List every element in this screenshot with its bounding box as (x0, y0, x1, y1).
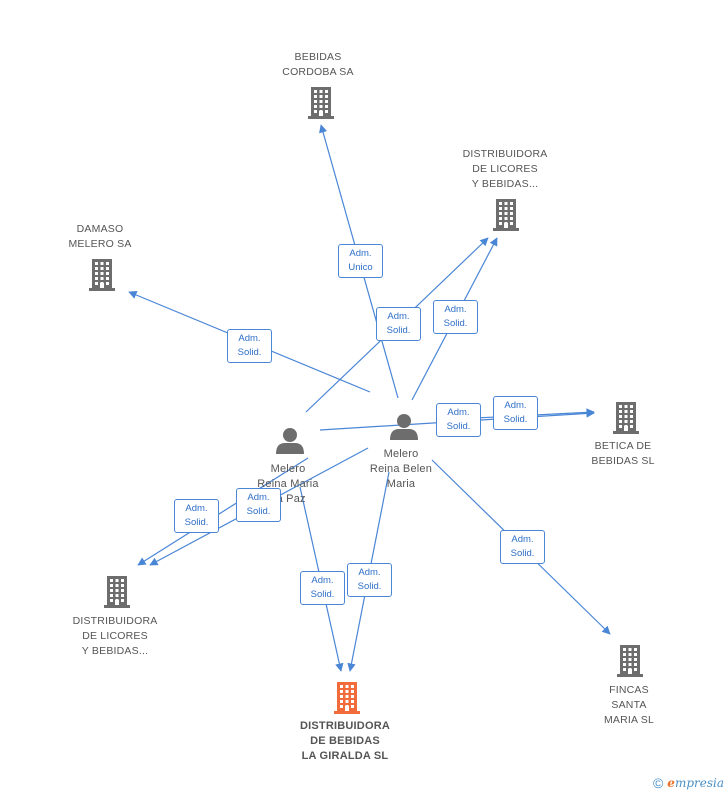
person-label[interactable]: Melero Reina Belen Maria (369, 448, 433, 490)
person-icon[interactable] (390, 414, 418, 440)
edge-role-badge[interactable]: Adm. Solid. (376, 307, 421, 341)
building-icon[interactable] (617, 645, 643, 677)
edge-maria-la-paz-to-dist-licores-bottom (137, 457, 309, 566)
edge-role-badge[interactable]: Adm. Solid. (436, 403, 481, 437)
brand-logo: empresia (667, 776, 724, 790)
edge-role-badge[interactable]: Adm. Unico (338, 244, 383, 278)
company-label[interactable]: DISTRIBUIDORA DE LICORES Y BEBIDAS... (72, 615, 158, 657)
company-label[interactable]: FINCAS SANTA MARIA SL (603, 684, 655, 726)
nodes-layer (89, 87, 643, 714)
main-company-label[interactable]: DISTRIBUIDORA DE BEBIDAS LA GIRALDA SL (300, 720, 390, 762)
footer-brand[interactable]: © empresia (653, 775, 724, 791)
edge-role-badge[interactable]: Adm. Solid. (347, 563, 392, 597)
edge-role-badge[interactable]: Adm. Solid. (174, 499, 219, 533)
company-label[interactable]: BETICA DE BEBIDAS SL (591, 440, 655, 467)
building-icon[interactable] (493, 199, 519, 231)
building-icon[interactable] (308, 87, 334, 119)
brand-rest: mpresia (674, 776, 724, 790)
edge-role-badge[interactable]: Adm. Solid. (227, 329, 272, 363)
edge-role-badge[interactable]: Adm. Solid. (433, 300, 478, 334)
person-icon[interactable] (276, 428, 304, 454)
edge-role-badge[interactable]: Adm. Solid. (236, 488, 281, 522)
building-icon[interactable] (89, 259, 115, 291)
copyright-symbol: © (652, 775, 664, 791)
building-icon[interactable] (334, 682, 360, 714)
building-icon[interactable] (104, 576, 130, 608)
brand-initial: e (667, 776, 675, 790)
edge-role-badge[interactable]: Adm. Solid. (500, 530, 545, 564)
edge-role-badge[interactable]: Adm. Solid. (300, 571, 345, 605)
edge-role-badge[interactable]: Adm. Solid. (493, 396, 538, 430)
building-icon[interactable] (613, 402, 639, 434)
company-label[interactable]: DISTRIBUIDORA DE LICORES Y BEBIDAS... (462, 148, 548, 190)
company-label[interactable]: DAMASO MELERO SA (68, 223, 132, 250)
company-label[interactable]: BEBIDAS CORDOBA SA (282, 51, 354, 78)
